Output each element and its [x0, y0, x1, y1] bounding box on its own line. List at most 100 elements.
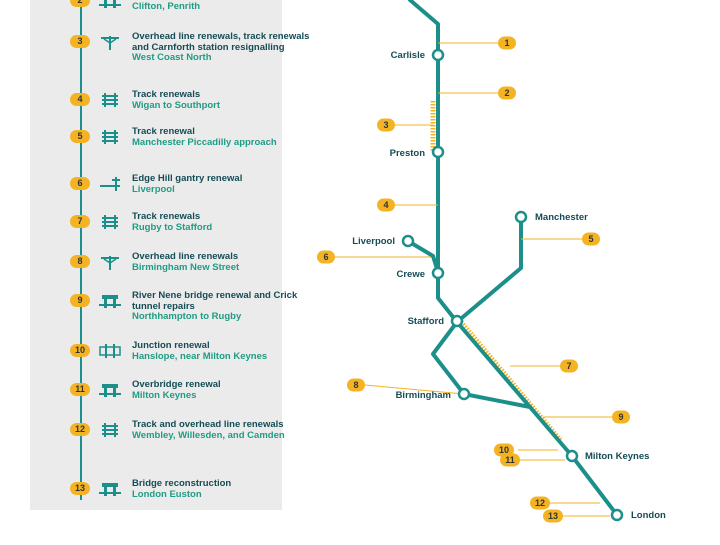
- marker-number: 2: [504, 88, 509, 98]
- legend-location: Milton Keynes: [132, 389, 197, 401]
- marker-badge: [347, 378, 365, 392]
- legend-badge: 9: [70, 294, 90, 307]
- legend-badge: 7: [70, 215, 90, 228]
- station-label: Crewe: [396, 269, 425, 280]
- marker-badge: [494, 443, 514, 457]
- legend-badge: 6: [70, 177, 90, 190]
- west-coast-main-line: [408, 0, 619, 517]
- marker-number: 7: [566, 361, 571, 371]
- bridge-icon: [99, 295, 121, 308]
- marker-number: 4: [383, 200, 388, 210]
- legend-title: Track renewal: [132, 126, 195, 137]
- legend-badge: 12: [70, 423, 90, 436]
- legend-location: Wembley, Willesden, and Camden: [132, 429, 285, 441]
- legend-location: Northhampton to Rugby: [132, 311, 242, 322]
- overbridge-icon: [99, 384, 121, 397]
- station-label: Preston: [390, 148, 426, 159]
- track-icon: [102, 93, 118, 107]
- legend-title: Bridge reconstruction: [132, 478, 232, 489]
- station-label: London: [631, 510, 666, 521]
- station-dot: [401, 234, 415, 248]
- liverpool-branch: [406, 239, 440, 274]
- marker-number: 8: [353, 380, 358, 390]
- marker-number: 11: [505, 455, 515, 465]
- stations: CarlislePrestonManchesterLiverpoolCreweS…: [352, 48, 666, 522]
- legend-text: M6 overbridge renewalClifton, Penrith: [132, 0, 310, 12]
- marker-badge: [543, 509, 563, 523]
- station-label: Milton Keynes: [585, 451, 649, 462]
- station-label: Carlisle: [391, 50, 425, 61]
- marker-badge: [560, 359, 578, 373]
- station-dot: [450, 314, 464, 328]
- legend-text: River Nene bridge renewal and Crick tunn…: [132, 290, 310, 323]
- station-dot: [457, 387, 471, 401]
- legend-location: Birmingham New Street: [132, 261, 240, 273]
- marker-badge: [498, 36, 516, 50]
- birmingham-branch-north: [431, 320, 466, 396]
- track-icon: [102, 423, 118, 437]
- station-label: Liverpool: [352, 236, 395, 247]
- legend-badge: 13: [70, 482, 90, 495]
- legend-title: Track renewals: [132, 211, 201, 222]
- marker-badge: [500, 453, 520, 467]
- legend-title: Overbridge renewal: [132, 379, 221, 390]
- marker-badge: [498, 86, 516, 100]
- station-dot: [514, 210, 528, 224]
- marker-number: 9: [618, 412, 623, 422]
- legend-badge: 10: [70, 344, 90, 357]
- overhead-line-icon: [101, 256, 119, 270]
- marker-number: 5: [588, 234, 593, 244]
- marker-badge: [377, 198, 395, 212]
- legend-title: Track and overhead line renewals: [132, 419, 284, 430]
- overbridge-icon: [99, 0, 121, 8]
- overhead-line-icon: [101, 36, 119, 50]
- legend-title: M6 overbridge renewal: [132, 0, 310, 2]
- legend-location: Clifton, Penrith: [132, 0, 201, 12]
- works-legend-panel: 2M6 overbridge renewalClifton, Penrith3O…: [30, 0, 309, 510]
- marker-leader-lines: [335, 42, 612, 517]
- legend-title: Overhead line renewals: [132, 251, 239, 262]
- marker-badge: [377, 118, 395, 132]
- legend-location: Wigan to Southport: [132, 99, 221, 111]
- station-dot: [431, 48, 445, 62]
- legend-location: London Euston: [132, 488, 202, 500]
- rail-lines: [406, 0, 619, 517]
- work-section-hatch: [430, 101, 563, 443]
- station-label: Manchester: [535, 212, 588, 223]
- track-icon: [102, 215, 118, 229]
- junction-icon: [99, 344, 121, 358]
- track-icon: [102, 130, 118, 144]
- legend-location: Liverpool: [132, 183, 175, 195]
- station-dot: [610, 508, 624, 522]
- legend-location: Hanslope, near Milton Keynes: [132, 350, 268, 362]
- legend-badge: 8: [70, 255, 90, 268]
- marker-number: 3: [383, 120, 388, 130]
- marker-badge: [612, 410, 630, 424]
- legend-badge: 3: [70, 35, 90, 48]
- marker-badge: [530, 496, 550, 510]
- legend-title: River Nene bridge renewal and Crick tunn…: [132, 290, 298, 312]
- station-dot: [431, 145, 445, 159]
- legend-badge: 11: [70, 383, 90, 396]
- station-label: Stafford: [408, 316, 445, 327]
- bridge-icon: [99, 483, 121, 496]
- marker-number: 1: [504, 38, 509, 48]
- birmingham-branch-south: [462, 392, 532, 409]
- manchester-branch: [455, 215, 523, 324]
- legend-title: Junction renewal: [132, 340, 210, 351]
- legend-title: Track renewals: [132, 89, 201, 100]
- marker-badge: [582, 232, 600, 246]
- marker-number: 12: [535, 498, 545, 508]
- legend-location: Rugby to Stafford: [132, 221, 213, 233]
- station-dot: [431, 266, 445, 280]
- marker-number: 6: [323, 252, 328, 262]
